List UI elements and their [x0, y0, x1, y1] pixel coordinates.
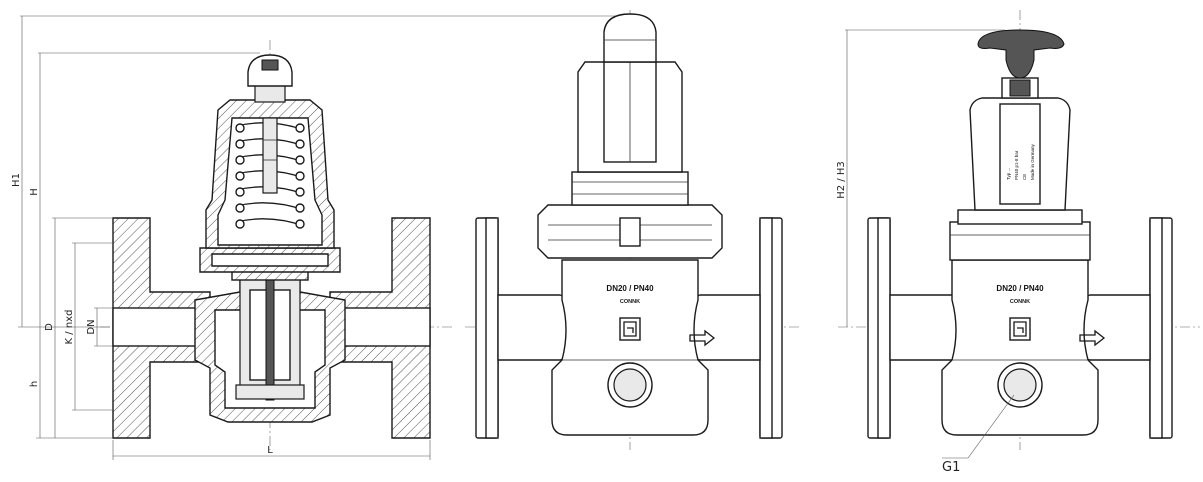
- dim-H2-H3: H2 / H3: [836, 161, 847, 199]
- side-union-nut: [949, 221, 1091, 261]
- dim-D: D: [44, 323, 55, 331]
- plate-line-3: CE: [1022, 174, 1027, 180]
- flow-arrow: [689, 329, 716, 347]
- dim-H: H: [29, 188, 40, 196]
- front-view: DN20 / PN40 CONNK: [465, 10, 800, 450]
- dim-L: L: [267, 445, 273, 456]
- plate-line-4: Made in Germany: [1030, 143, 1035, 180]
- front-cap: [603, 13, 657, 63]
- plate-line-2: PN40 p1-8 bar: [1014, 150, 1019, 180]
- section-view: H1 H D K / nxd DN h L: [11, 15, 620, 460]
- front-logo: [619, 317, 641, 341]
- side-marking: DN20 / PN40: [996, 284, 1044, 293]
- side-logo: [1009, 317, 1031, 341]
- dim-K-nxd: K / nxd: [64, 310, 75, 345]
- side-body: [941, 259, 1099, 436]
- front-brand: CONNK: [620, 299, 640, 305]
- side-view: DN20 / PN40 CONNK Typ ... PN40 p1-8 bar …: [836, 10, 1200, 475]
- dim-G1: G1: [942, 460, 960, 475]
- front-body: [551, 259, 709, 436]
- dim-DN: DN: [86, 319, 97, 334]
- dim-H1: H1: [11, 173, 22, 187]
- plate-line-1: Typ ...: [1006, 168, 1011, 180]
- type-plate: [999, 103, 1041, 205]
- side-brand: CONNK: [1010, 299, 1030, 305]
- front-marking: DN20 / PN40: [606, 284, 654, 293]
- dim-h: h: [29, 381, 40, 387]
- handwheel: [977, 29, 1065, 79]
- side-flow-arrow: [1079, 329, 1106, 347]
